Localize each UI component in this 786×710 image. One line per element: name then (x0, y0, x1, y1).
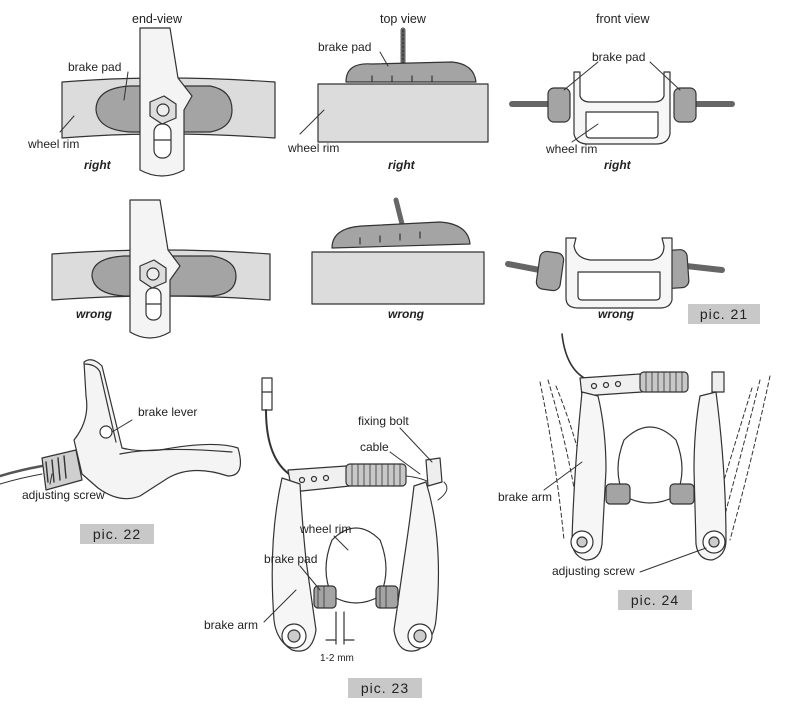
figure-tag-pic24: pic. 24 (618, 590, 692, 610)
heading-end-view: end-view (132, 12, 183, 26)
label-brake-pad-end: brake pad (68, 60, 122, 74)
verdict-right-end: right (84, 158, 111, 172)
label-brake-arm-adjust: brake arm (498, 490, 553, 504)
label-wheel-rim-top: wheel rim (288, 141, 340, 155)
verdict-right-front: right (604, 158, 631, 172)
label-brake-lever: brake lever (138, 405, 198, 419)
label-brake-pad-vbrake: brake pad (264, 552, 318, 566)
label-gap: 1-2 mm (320, 653, 354, 664)
label-adjusting-screw-adjust: adjusting screw (552, 564, 635, 578)
label-cable: cable (360, 440, 389, 454)
arm-adjust-drawing (539, 333, 771, 561)
brake-lever-drawing (0, 359, 241, 500)
verdict-right-top: right (388, 158, 415, 172)
front-view-wrong-drawing (505, 237, 725, 309)
v-brake-drawing (261, 377, 448, 652)
label-fixing-bolt: fixing bolt (358, 414, 409, 428)
heading-front-view: front view (596, 12, 650, 26)
end-view-wrong-drawing (51, 199, 271, 339)
label-brake-pad-front: brake pad (592, 50, 646, 64)
figure-tag-pic21: pic. 21 (688, 304, 760, 324)
label-wheel-rim-vbrake: wheel rim (300, 522, 352, 536)
label-adjusting-screw-lever: adjusting screw (22, 488, 105, 502)
heading-top-view: top view (380, 12, 426, 26)
label-brake-pad-top: brake pad (318, 40, 372, 54)
end-view-right-drawing (61, 27, 276, 177)
top-view-wrong-drawing (311, 197, 485, 305)
figure-tag-pic23: pic. 23 (348, 678, 422, 698)
verdict-wrong-front: wrong (598, 307, 634, 321)
front-view-right-drawing (509, 71, 735, 145)
label-wheel-rim-front: wheel rim (546, 142, 598, 156)
leader-lines (49, 51, 707, 623)
verdict-wrong-end: wrong (76, 307, 112, 321)
figure-tag-pic22: pic. 22 (80, 524, 154, 544)
label-brake-arm-vbrake: brake arm (204, 618, 259, 632)
top-view-right-drawing (317, 27, 489, 143)
label-wheel-rim-end: wheel rim (28, 137, 80, 151)
verdict-wrong-top: wrong (388, 307, 424, 321)
